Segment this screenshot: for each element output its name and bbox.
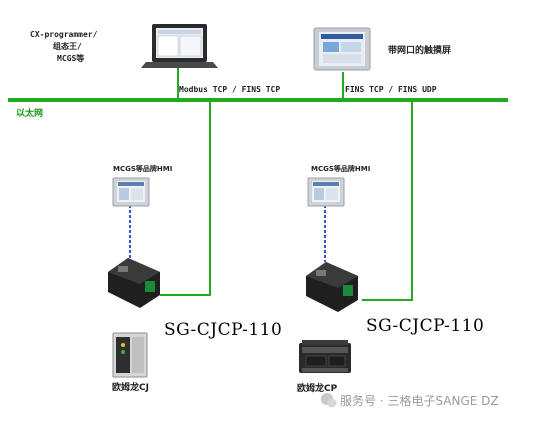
laptop-icon — [141, 24, 218, 68]
watermark-text: 服务号 · 三格电子SANGE DZ — [340, 394, 499, 408]
software-line-2: 组态王/ — [53, 42, 82, 51]
model-left-label: SG-CJCP-110 — [164, 320, 283, 340]
hmi-left-label: MCGS等品牌HMI — [113, 165, 173, 173]
software-label: CX-programmer/ 组态王/ MCGS等 — [30, 29, 97, 65]
touchscreen-label: 带网口的触摸屏 — [388, 46, 452, 56]
plc-cp-icon — [299, 340, 351, 373]
gateway-right-icon — [306, 262, 358, 312]
protocol-right-label: FINS TCP / FINS UDP — [345, 85, 437, 94]
right-gateway-line — [362, 100, 413, 301]
software-line-1: CX-programmer/ — [30, 30, 98, 39]
protocol-left-label: Modbus TCP / FINS TCP — [179, 85, 281, 94]
hmi-left-icon — [112, 177, 150, 207]
plc-left-label: 欧姆龙CJ — [112, 383, 149, 393]
touchscreen-icon — [313, 27, 371, 71]
plc-cj-icon — [112, 332, 148, 378]
hmi-right-label: MCGS等品牌HMI — [311, 165, 371, 173]
hmi-right-icon — [307, 177, 345, 207]
gateway-left-icon — [108, 258, 160, 308]
plc-right-label: 欧姆龙CP — [297, 384, 338, 394]
wechat-icon — [321, 393, 337, 408]
software-line-3: MCGS等 — [57, 54, 85, 63]
model-right-label: SG-CJCP-110 — [366, 316, 485, 336]
left-gateway-line — [160, 100, 211, 296]
ethernet-label: 以太网 — [16, 109, 44, 119]
